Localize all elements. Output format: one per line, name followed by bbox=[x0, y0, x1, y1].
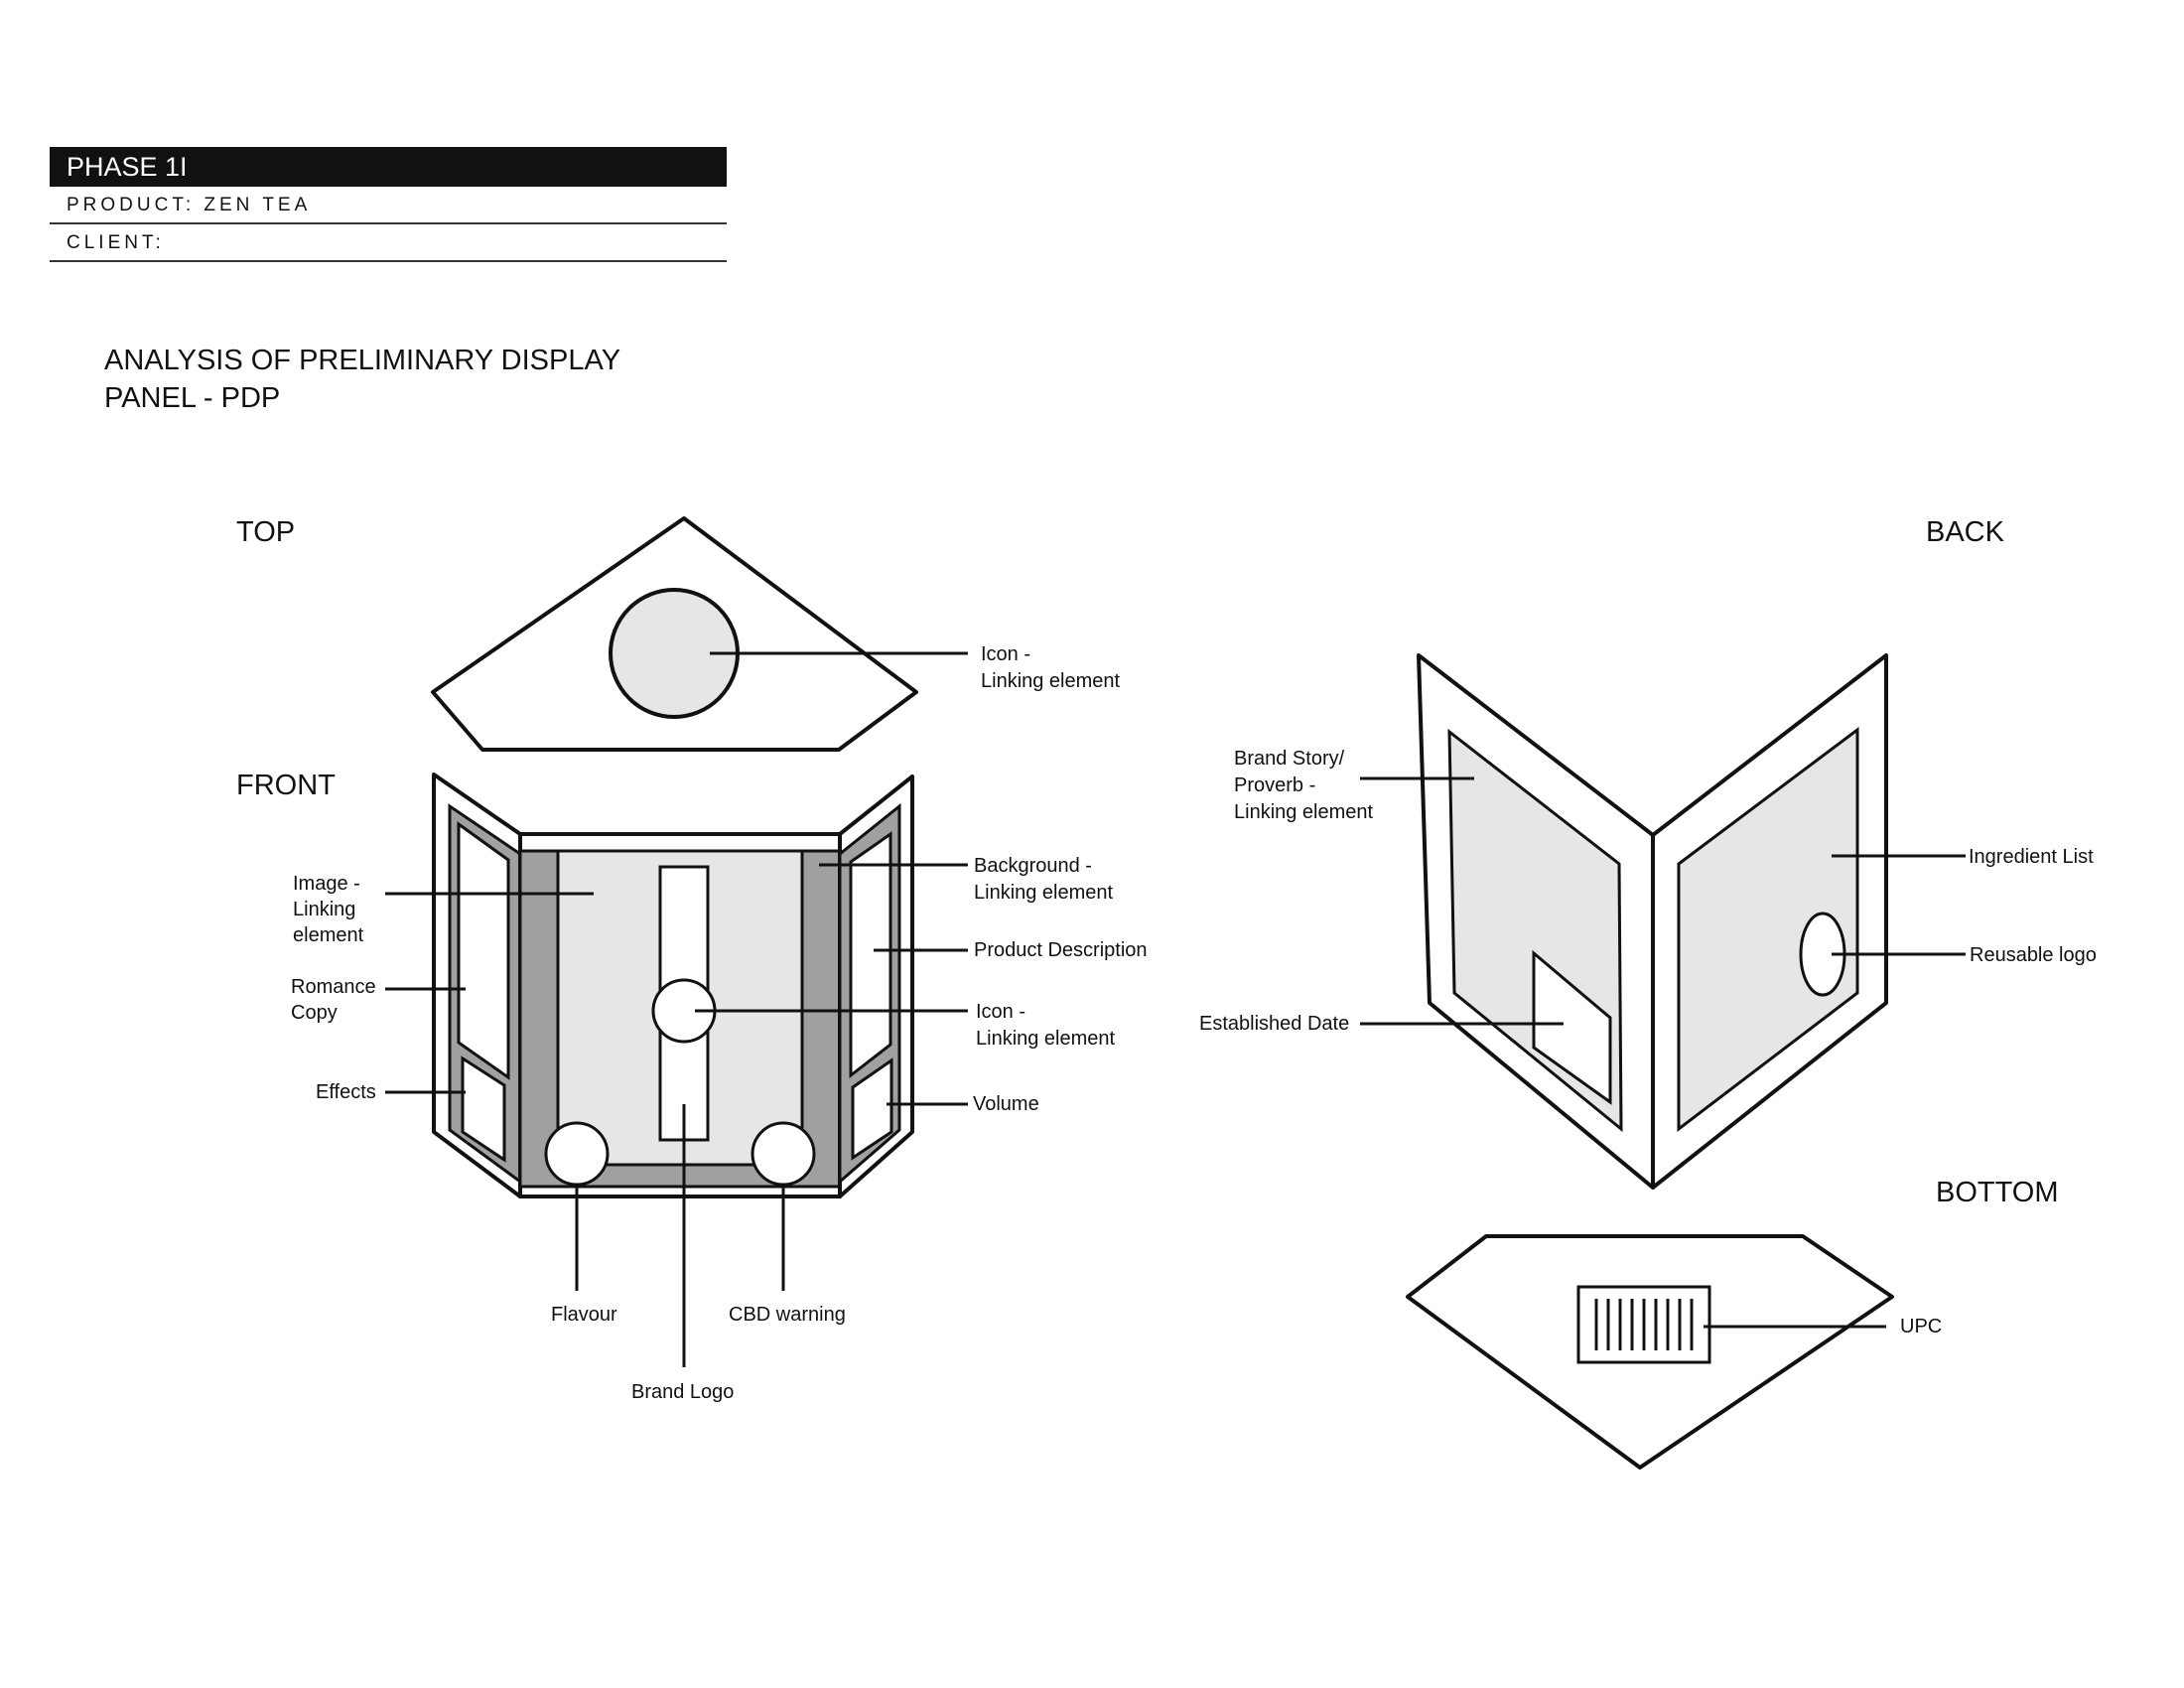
label-ingredient-list: Ingredient List bbox=[1969, 846, 2094, 868]
page-title: ANALYSIS OF PRELIMINARY DISPLAY PANEL - … bbox=[104, 342, 620, 417]
label-brand-logo: Brand Logo bbox=[631, 1381, 734, 1403]
label-effects: Effects bbox=[316, 1081, 376, 1103]
effects-box bbox=[461, 1055, 506, 1163]
label-front-icon: Icon -Linking element bbox=[976, 1001, 1116, 1050]
top-panel bbox=[431, 516, 968, 752]
title-line-2: PANEL - PDP bbox=[104, 382, 281, 414]
back-right-outer bbox=[1651, 653, 1888, 1190]
front-panel bbox=[432, 773, 914, 1198]
label-flavour: Flavour bbox=[551, 1304, 617, 1326]
label-cbd-warning: CBD warning bbox=[729, 1304, 846, 1326]
label-product-description: Product Description bbox=[974, 939, 1148, 961]
back-panel bbox=[1417, 653, 1888, 1190]
cbd-warning-circle bbox=[751, 1121, 816, 1187]
flavour-circle bbox=[544, 1121, 610, 1187]
romance-copy-box bbox=[457, 821, 510, 1080]
phase-header: PHASE 1I bbox=[50, 147, 727, 187]
volume-box bbox=[851, 1057, 893, 1161]
title-line-1: ANALYSIS OF PRELIMINARY DISPLAY bbox=[104, 345, 621, 376]
label-volume: Volume bbox=[973, 1093, 1039, 1115]
label-established-date: Established Date bbox=[1199, 1013, 1349, 1035]
product-row: PRODUCT: ZEN TEA bbox=[50, 189, 727, 224]
ingredient-list-area bbox=[1677, 727, 1859, 1133]
product-description-box bbox=[849, 831, 892, 1079]
client-row: CLIENT: bbox=[50, 226, 727, 262]
barcode-icon bbox=[1594, 1299, 1694, 1350]
label-background: Background -Linking element bbox=[974, 855, 1114, 904]
section-top: TOP bbox=[236, 516, 296, 548]
section-front: FRONT bbox=[236, 770, 336, 801]
label-top-icon: Icon -Linking element bbox=[981, 643, 1121, 692]
section-back: BACK bbox=[1926, 516, 2004, 548]
label-reusable-logo: Reusable logo bbox=[1970, 944, 2097, 966]
bottom-panel bbox=[1406, 1234, 1894, 1470]
established-date-box bbox=[1532, 949, 1612, 1105]
label-brand-story: Brand Story/Proverb -Linking element bbox=[1234, 748, 1374, 823]
label-upc: UPC bbox=[1900, 1316, 1942, 1337]
section-bottom: BOTTOM bbox=[1936, 1177, 2059, 1208]
